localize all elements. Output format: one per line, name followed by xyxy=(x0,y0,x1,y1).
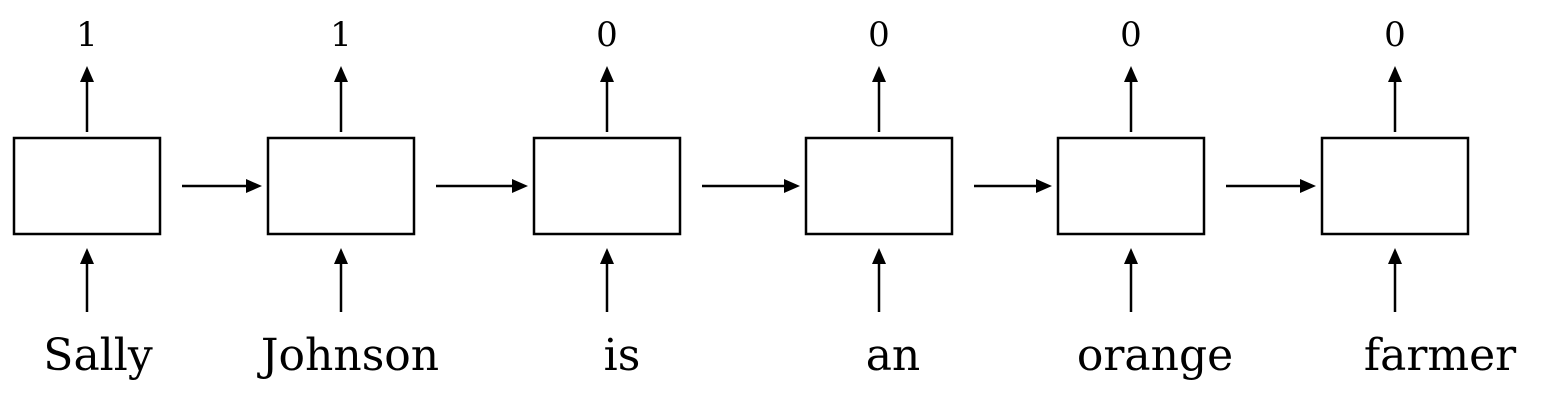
input-word: Johnson xyxy=(257,330,439,381)
arrow-head xyxy=(1300,179,1316,193)
input-word: is xyxy=(604,330,641,381)
output-label: 0 xyxy=(1120,15,1142,55)
output-arrow xyxy=(1124,66,1138,132)
arrow-head xyxy=(872,248,886,264)
input-arrow xyxy=(1124,248,1138,312)
output-label: 0 xyxy=(1384,15,1406,55)
arrow-head xyxy=(246,179,262,193)
recurrent-arrow xyxy=(436,179,528,193)
output-arrow xyxy=(600,66,614,132)
rnn-cell-box xyxy=(804,136,954,236)
rnn-cell-box xyxy=(1056,136,1206,236)
output-label: 0 xyxy=(596,15,618,55)
rnn-cell-box xyxy=(12,136,162,236)
output-label: 1 xyxy=(330,15,352,55)
arrow-head xyxy=(1036,179,1052,193)
input-arrow xyxy=(1388,248,1402,312)
rnn-cell-box xyxy=(532,136,682,236)
arrow-head xyxy=(600,248,614,264)
rnn-cell-box xyxy=(266,136,416,236)
input-arrow xyxy=(872,248,886,312)
arrow-head xyxy=(1124,66,1138,82)
output-arrow xyxy=(872,66,886,132)
input-word: Sally xyxy=(43,330,153,381)
arrow-head xyxy=(784,179,800,193)
arrow-head xyxy=(334,248,348,264)
rnn-cell-group: 0 is xyxy=(532,15,682,381)
output-label: 0 xyxy=(868,15,890,55)
arrow-head xyxy=(872,66,886,82)
rnn-cell-group: 0 farmer xyxy=(1320,15,1517,381)
rnn-cell-group: 0 orange xyxy=(1056,15,1233,381)
output-arrow xyxy=(1388,66,1402,132)
arrow-head xyxy=(1124,248,1138,264)
output-arrow xyxy=(334,66,348,132)
rnn-cell-box xyxy=(1320,136,1470,236)
arrow-head xyxy=(1388,248,1402,264)
arrow-head xyxy=(1388,66,1402,82)
arrow-head xyxy=(600,66,614,82)
input-word: an xyxy=(866,330,921,381)
arrow-head xyxy=(80,248,94,264)
input-word: farmer xyxy=(1364,330,1517,381)
input-arrow xyxy=(334,248,348,312)
output-label: 1 xyxy=(76,15,98,55)
arrow-head xyxy=(334,66,348,82)
input-arrow xyxy=(600,248,614,312)
rnn-cell-group: 0 an xyxy=(804,15,954,381)
recurrent-arrow xyxy=(182,179,262,193)
output-arrow xyxy=(80,66,94,132)
recurrent-arrow xyxy=(702,179,800,193)
recurrent-arrow xyxy=(974,179,1052,193)
arrow-head xyxy=(512,179,528,193)
input-arrow xyxy=(80,248,94,312)
recurrent-arrow xyxy=(1226,179,1316,193)
input-word: orange xyxy=(1077,330,1233,381)
arrow-head xyxy=(80,66,94,82)
